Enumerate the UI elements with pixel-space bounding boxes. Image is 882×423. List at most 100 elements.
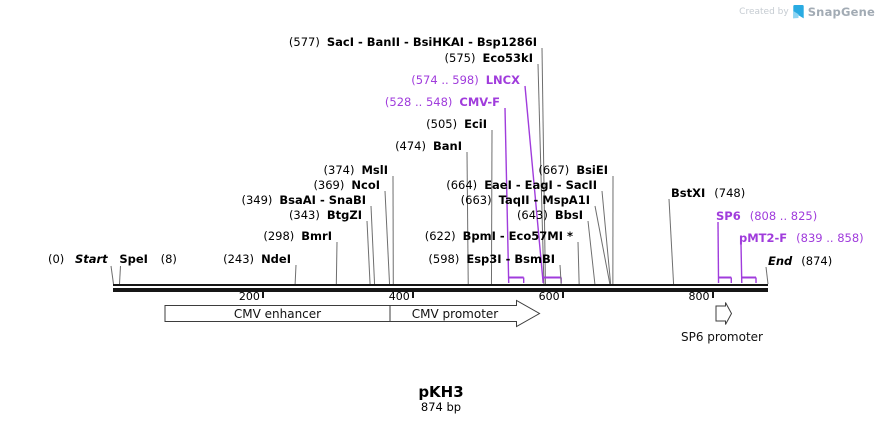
connector-start: [110, 265, 114, 285]
marker-name: EaeI - EagI - SacII: [484, 178, 597, 192]
marker-taqii-mspa1i[interactable]: (663) TaqII - MspA1I: [461, 193, 590, 207]
snapgene-brand: SnapGene: [807, 5, 875, 19]
sp6-promoter-label[interactable]: SP6 promoter: [681, 330, 763, 344]
marker-position: (369): [313, 178, 345, 192]
marker-position: (474): [395, 139, 426, 153]
marker-msli[interactable]: (374) MslI: [324, 163, 388, 177]
marker-name: LNCX: [485, 73, 520, 87]
marker-eaei-eagi-sacii[interactable]: (664) EaeI - EagI - SacII: [446, 178, 597, 192]
marker-position: (374): [323, 163, 355, 177]
marker-position: (663): [460, 193, 492, 207]
marker-position: (664): [446, 178, 478, 192]
marker-name: BmrI: [301, 229, 332, 243]
marker-end-marker[interactable]: End (874): [768, 254, 832, 268]
marker-name: CMV-F: [459, 95, 500, 109]
marker-ecii[interactable]: (505) EciI: [426, 117, 487, 131]
marker-position: (577): [288, 35, 320, 49]
connector-bsaai-snabi: [370, 205, 376, 285]
marker-position: (874): [801, 254, 833, 268]
start-label: Start: [74, 252, 108, 266]
marker-name: SacI - BanII - BsiHKAI - Bsp1286I: [326, 35, 537, 49]
snapgene-logo-icon: [793, 5, 804, 19]
sp6-promoter-arrow[interactable]: [715, 302, 733, 325]
marker-saci-banii-bsihkai-bsp1286i[interactable]: (577) SacI - BanII - BsiHKAI - Bsp1286I: [289, 35, 537, 49]
connector-sp6-primer: [717, 221, 720, 284]
marker-position: (505): [426, 117, 458, 131]
connector-bpmi-eco57mi: [577, 241, 580, 285]
marker-bsaai-snabi[interactable]: (349) BsaAI - SnaBI: [241, 193, 366, 207]
marker-position: (574 .. 598): [411, 73, 479, 87]
marker-name: BpmI - Eco57MI *: [462, 229, 573, 243]
connector-btgzi: [366, 220, 371, 285]
ruler-tick-label: 600: [538, 290, 560, 303]
marker-position: (839 .. 858): [796, 231, 864, 245]
marker-name: BanI: [433, 139, 462, 153]
created-by-label: Created by: [739, 7, 789, 17]
connector-ncoi: [384, 190, 391, 285]
marker-bpmi-eco57mi[interactable]: (622) BpmI - Eco57MI *: [425, 229, 573, 243]
connector-taqii-mspa1i: [594, 205, 611, 285]
cmv-promoter-label[interactable]: CMV promoter: [411, 307, 499, 321]
marker-bstxi[interactable]: BstXI (748): [671, 186, 745, 200]
ruler-tick-label: 400: [388, 290, 410, 303]
marker-name: TaqII - MspA1I: [498, 193, 590, 207]
marker-name: BstXI: [671, 186, 706, 200]
watermark: Created by SnapGene: [739, 5, 875, 19]
plasmid-name: pKH3: [418, 383, 464, 401]
spei-label: SpeI: [119, 252, 148, 266]
marker-name: SP6: [716, 209, 741, 223]
cmv-enhancer-label[interactable]: CMV enhancer: [233, 307, 322, 321]
marker-name: Esp3I - BsmBI: [466, 252, 555, 266]
connector-bstxi: [668, 198, 675, 285]
connector-esp3i-bsmbi: [559, 264, 562, 285]
connector-bmri: [335, 241, 338, 285]
marker-name: MslI: [361, 163, 388, 177]
spei-position: (8): [160, 252, 177, 266]
marker-bani[interactable]: (474) BanI: [395, 139, 462, 153]
marker-position: (598): [428, 252, 460, 266]
connector-bbsi: [587, 220, 596, 285]
marker-name: BsiEI: [576, 163, 608, 177]
marker-btgzi[interactable]: (343)BtgZI: [289, 208, 362, 222]
marker-bbsi[interactable]: (643)BbsI: [517, 208, 583, 222]
connector-eaei-eagi-sacii: [601, 190, 612, 285]
marker-ncoi[interactable]: (369) NcoI: [313, 178, 380, 192]
marker-position: (667): [538, 163, 570, 177]
ruler-tick-200: [261, 292, 264, 298]
marker-position: (575): [444, 51, 476, 65]
marker-name: NdeI: [261, 252, 291, 266]
marker-cmv-f-primer[interactable]: (528 .. 548) CMV-F: [385, 95, 500, 109]
ruler-tick-800: [711, 292, 714, 298]
ruler-tick-600: [561, 292, 564, 298]
map-line-bottom: [113, 288, 768, 292]
connector-end-marker: [765, 266, 769, 285]
marker-position: (243): [223, 252, 255, 266]
marker-name: BtgZI: [326, 208, 362, 222]
marker-lncx-primer[interactable]: (574 .. 598) LNCX: [411, 73, 520, 87]
marker-sp6-primer[interactable]: SP6 (808 .. 825): [716, 209, 817, 223]
marker-name: NcoI: [351, 178, 380, 192]
marker-position: (622): [424, 229, 456, 243]
marker-esp3i-bsmbi[interactable]: (598) Esp3I - BsmBI: [428, 252, 555, 266]
connector-pmt2-f-primer: [740, 243, 743, 284]
marker-name: End: [768, 254, 793, 268]
connector-ndei: [294, 264, 297, 285]
marker-position: (349): [241, 193, 273, 207]
marker-name: BbsI: [554, 208, 583, 222]
marker-eco53ki[interactable]: (575) Eco53kI: [445, 51, 533, 65]
marker-name: BsaAI - SnaBI: [279, 193, 366, 207]
ruler-tick-label: 200: [238, 290, 260, 303]
marker-bsiei[interactable]: (667) BsiEI: [538, 163, 608, 177]
connector-spei: [119, 265, 121, 285]
marker-bmri[interactable]: (298)BmrI: [263, 229, 332, 243]
start-spei-label[interactable]: (0) Start SpeI (8): [48, 252, 177, 266]
marker-ndei[interactable]: (243) NdeI: [223, 252, 291, 266]
marker-position: (808 .. 825): [749, 209, 818, 223]
marker-position: (528 .. 548): [384, 95, 453, 109]
marker-position: (748): [714, 186, 746, 200]
marker-pmt2-f-primer[interactable]: pMT2-F(839 .. 858): [739, 231, 864, 245]
marker-name: EciI: [464, 117, 487, 131]
plasmid-length: 874 bp: [420, 400, 462, 414]
marker-name: Eco53kI: [482, 51, 533, 65]
